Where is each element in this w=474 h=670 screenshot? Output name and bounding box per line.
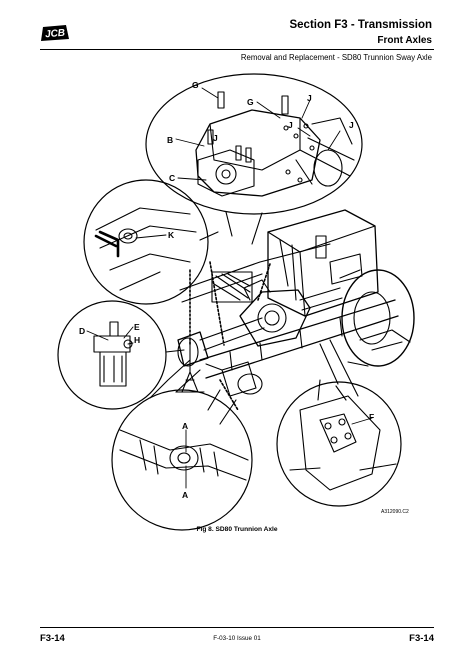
- callout-d: D: [79, 326, 85, 336]
- subsection-title: Front Axles: [377, 35, 432, 46]
- callout-j-3: J: [349, 120, 354, 130]
- callout-j-4: J: [213, 133, 218, 143]
- callout-h: H: [134, 335, 140, 345]
- detail-a: [111, 389, 253, 531]
- detail-f: [276, 379, 402, 507]
- page-title: Removal and Replacement - SD80 Trunnion …: [240, 53, 432, 62]
- callout-e: E: [134, 322, 140, 332]
- detail-d-e-h: [57, 300, 185, 410]
- callout-labels: G G J J J J B C K D E H F A A: [79, 80, 374, 500]
- callout-b: B: [167, 135, 173, 145]
- page-number-right: F3-14: [409, 633, 434, 644]
- footer-divider: [40, 627, 434, 628]
- callout-f: F: [369, 412, 374, 422]
- callout-g-1: G: [192, 80, 199, 90]
- figure-reference-code: A312090.C2: [381, 509, 409, 515]
- callout-j-1: J: [307, 93, 312, 103]
- callout-a-2: A: [182, 490, 188, 500]
- callout-g-2: G: [247, 97, 254, 107]
- callout-a-1: A: [182, 421, 188, 431]
- callout-c: C: [169, 173, 175, 183]
- issue-number: F-03-10 Issue 01: [213, 635, 261, 642]
- svg-text:JCB: JCB: [45, 28, 66, 41]
- detail-top-view: [145, 73, 363, 245]
- jcb-logo: JCB: [41, 25, 69, 41]
- section-title: Section F3 - Transmission: [289, 19, 432, 31]
- figure-caption: Fig 8. SD80 Trunnion Axle: [196, 526, 278, 533]
- callout-j-2: J: [288, 120, 293, 130]
- callout-leaders: [86, 87, 373, 489]
- callout-k: K: [168, 230, 175, 240]
- page-number-left: F3-14: [40, 633, 65, 644]
- axle-assembly: [149, 209, 415, 411]
- header-divider: [40, 49, 434, 50]
- detail-k: [83, 179, 219, 305]
